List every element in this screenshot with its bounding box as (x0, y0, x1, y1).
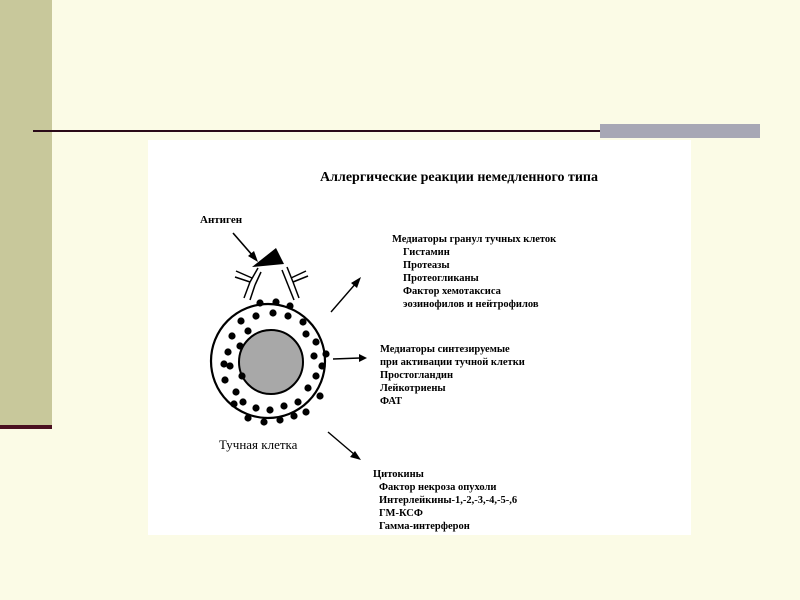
mast-cell-nucleus (239, 330, 303, 394)
header-rule-block (600, 124, 760, 138)
group-heading: Медиаторы гранул тучных клеток (392, 233, 556, 246)
granule-dot (310, 352, 317, 359)
granule-dot (220, 360, 227, 367)
granule-dot (322, 350, 329, 357)
granule-dot (252, 404, 259, 411)
granule-dot (276, 416, 283, 423)
list-item: Лейкотриены (380, 382, 525, 395)
group-heading: Цитокины (373, 468, 517, 481)
granule-dot (244, 414, 251, 421)
granule-dot (266, 406, 273, 413)
allergy-diagram-figure: Аллергические реакции немедленного типа … (148, 140, 691, 535)
granule-dot (318, 362, 325, 369)
granule-dot (269, 309, 276, 316)
list-item: при активации тучной клетки (380, 356, 525, 369)
granule-dot (221, 376, 228, 383)
granule-dot (256, 299, 263, 306)
group-heading: Медиаторы синтезируемые (380, 343, 525, 356)
granule-mediators-group: Медиаторы гранул тучных клеток Гистамин … (392, 233, 556, 311)
release-arrow-bottom (328, 432, 361, 460)
granule-dot (294, 398, 301, 405)
granule-dot (299, 318, 306, 325)
granule-dot (312, 372, 319, 379)
synthesized-mediators-group: Медиаторы синтезируемые при активации ту… (380, 343, 525, 408)
list-item: Протеогликаны (392, 272, 556, 285)
granule-dot (312, 338, 319, 345)
granule-dot (237, 317, 244, 324)
granule-dot (290, 412, 297, 419)
granule-dot (232, 388, 239, 395)
antigen-label: Антиген (200, 214, 242, 226)
list-item: Простогландин (380, 369, 525, 382)
ige-antibody-right (282, 267, 308, 300)
side-decoration-bar (0, 0, 52, 425)
granule-dot (230, 400, 237, 407)
granule-dot (304, 384, 311, 391)
granule-dot (244, 327, 251, 334)
granule-dot (272, 298, 279, 305)
granule-dot (284, 312, 291, 319)
release-arrow-middle (333, 354, 367, 362)
granule-dot (224, 348, 231, 355)
granule-dot (260, 418, 267, 425)
granule-dot (302, 408, 309, 415)
granule-dot (252, 312, 259, 319)
granule-dot (280, 402, 287, 409)
ige-antibody-left (235, 268, 261, 300)
granule-dot (302, 330, 309, 337)
list-item: ГМ-КСФ (373, 507, 517, 520)
list-item: Гамма-интерферон (373, 520, 517, 533)
antigen-shape (252, 248, 284, 267)
list-item: эозинофилов и нейтрофилов (392, 298, 556, 311)
cytokines-group: Цитокины Фактор некроза опухоли Интерлей… (373, 468, 517, 533)
antigen-arrow (233, 233, 258, 262)
list-item: Фактор некроза опухоли (373, 481, 517, 494)
list-item: Протеазы (392, 259, 556, 272)
list-item: Гистамин (392, 246, 556, 259)
granule-dot (228, 332, 235, 339)
granule-dot (286, 302, 293, 309)
granule-dot (316, 392, 323, 399)
release-arrow-top (331, 277, 361, 312)
side-bar-accent-line (0, 425, 52, 429)
list-item: ФАТ (380, 395, 525, 408)
mast-cell-label: Тучная клетка (219, 437, 297, 453)
granule-dot (238, 372, 245, 379)
list-item: Интерлейкины-1,-2,-3,-4,-5-,6 (373, 494, 517, 507)
granule-dot (236, 342, 243, 349)
diagram-title: Аллергические реакции немедленного типа (320, 170, 598, 186)
list-item: Фактор хемотаксиса (392, 285, 556, 298)
granule-dot (239, 398, 246, 405)
